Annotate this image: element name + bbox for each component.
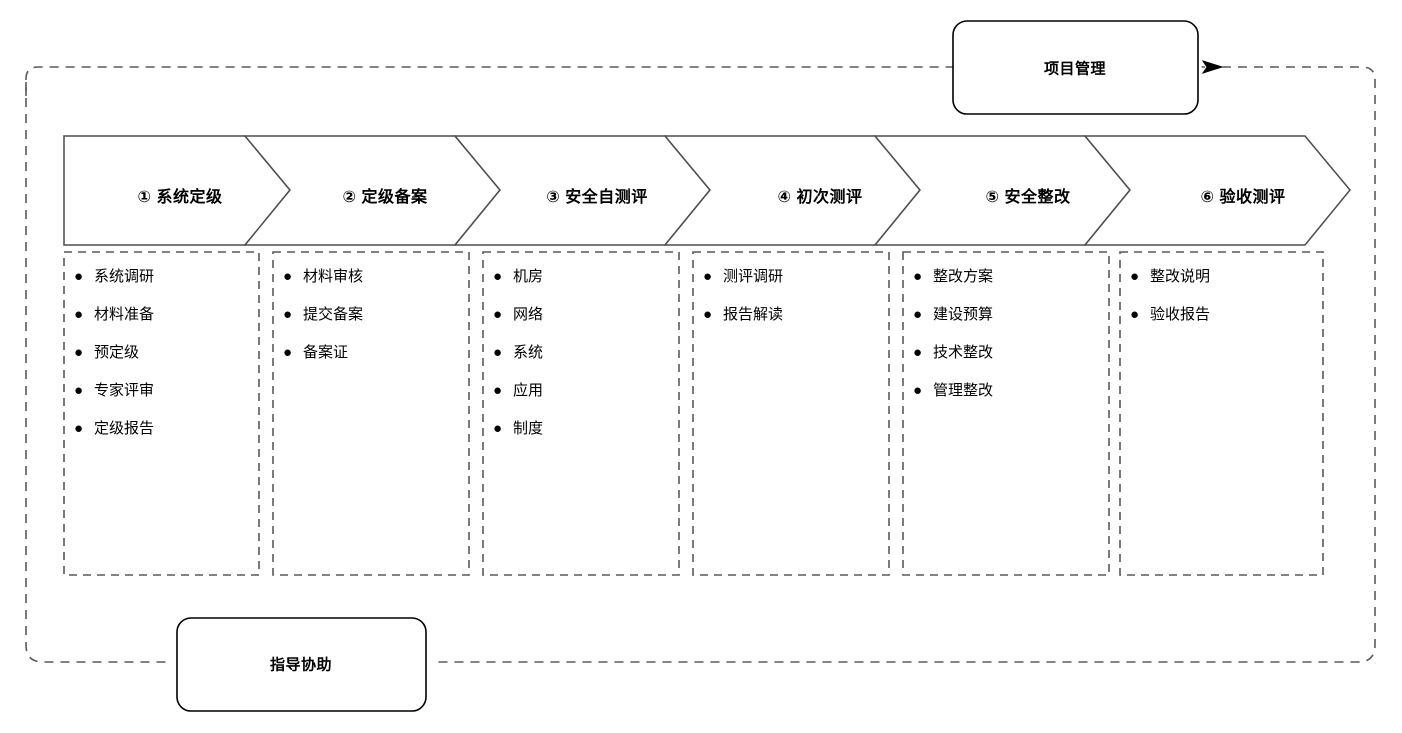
task-list-6: ● 整改说明 ● 验收报告: [1120, 258, 1323, 334]
bullet-icon: ●: [493, 382, 503, 399]
task-item[interactable]: ● 材料准备: [64, 296, 259, 334]
bullet-icon: ●: [74, 268, 84, 285]
task-item-label: 整改方案: [933, 268, 994, 285]
bullet-icon: ●: [913, 382, 923, 399]
task-item[interactable]: ● 制度: [483, 410, 679, 448]
task-item[interactable]: ● 应用: [483, 372, 679, 410]
task-item[interactable]: ● 机房: [483, 258, 679, 296]
task-item-label: 预定级: [94, 344, 140, 361]
chevron-stage-6: [1083, 135, 1351, 246]
bullet-icon: ●: [913, 268, 923, 285]
task-item-label: 应用: [513, 382, 544, 399]
task-item-label: 定级报告: [94, 420, 155, 437]
task-column-1: ● 系统调研 ● 材料准备 ● 预定级 ● 专家评审 ● 定级报告: [64, 258, 259, 448]
bullet-icon: ●: [703, 268, 713, 285]
task-item[interactable]: ● 预定级: [64, 334, 259, 372]
task-list-4: ● 测评调研 ● 报告解读: [693, 258, 889, 334]
task-item-label: 验收报告: [1150, 306, 1211, 323]
bullet-icon: ●: [1130, 306, 1140, 323]
task-item[interactable]: ● 整改方案: [903, 258, 1109, 296]
task-item[interactable]: ● 提交备案: [273, 296, 469, 334]
task-item-label: 网络: [513, 306, 544, 323]
task-column-4: ● 测评调研 ● 报告解读: [693, 258, 889, 334]
task-column-3: ● 机房 ● 网络 ● 系统 ● 应用 ● 制度: [483, 258, 679, 448]
bullet-icon: ●: [1130, 268, 1140, 285]
bullet-icon: ●: [74, 306, 84, 323]
task-item-label: 测评调研: [723, 268, 784, 285]
task-item-label: 建设预算: [933, 306, 994, 323]
task-item-label: 技术整改: [933, 344, 994, 361]
task-item[interactable]: ● 报告解读: [693, 296, 889, 334]
bullet-icon: ●: [74, 344, 84, 361]
bullet-icon: ●: [493, 420, 503, 437]
task-item[interactable]: ● 备案证: [273, 334, 469, 372]
task-item[interactable]: ● 验收报告: [1120, 296, 1323, 334]
loop-top-right-run: [437, 66, 1376, 663]
task-item-label: 提交备案: [303, 306, 364, 323]
task-column-box-2: [272, 251, 470, 576]
arrow-into-project-management: [1201, 60, 1224, 74]
loop-left-edge: [25, 82, 170, 663]
task-list-3: ● 机房 ● 网络 ● 系统 ● 应用 ● 制度: [483, 258, 679, 448]
task-item-label: 材料准备: [94, 306, 155, 323]
stage-label-2[interactable]: ② 定级备案: [342, 189, 428, 206]
bullet-icon: ●: [493, 344, 503, 361]
stage-label-5[interactable]: ⑤ 安全整改: [985, 189, 1071, 206]
task-item[interactable]: ● 专家评审: [64, 372, 259, 410]
task-item[interactable]: ● 整改说明: [1120, 258, 1323, 296]
task-item[interactable]: ● 定级报告: [64, 410, 259, 448]
stage-label-3[interactable]: ③ 安全自测评: [546, 189, 648, 206]
task-item-label: 材料审核: [303, 268, 364, 285]
task-column-box-6: [1119, 251, 1324, 576]
bullet-icon: ●: [283, 306, 293, 323]
bullet-icon: ●: [283, 344, 293, 361]
bullet-icon: ●: [703, 306, 713, 323]
task-item-label: 系统调研: [94, 268, 155, 285]
task-item-label: 报告解读: [723, 306, 784, 323]
project-management-label: 项目管理: [1043, 60, 1107, 78]
task-list-2: ● 材料审核 ● 提交备案 ● 备案证: [273, 258, 469, 372]
task-item-label: 系统: [513, 344, 544, 361]
guidance-box: [176, 617, 427, 712]
project-management-box: [952, 20, 1199, 115]
bullet-icon: ●: [913, 306, 923, 323]
task-item-label: 机房: [513, 268, 544, 285]
task-column-6: ● 整改说明 ● 验收报告: [1120, 258, 1323, 334]
task-item[interactable]: ● 系统调研: [64, 258, 259, 296]
stage-label-6[interactable]: ⑥ 验收测评: [1200, 189, 1286, 206]
task-item-label: 管理整改: [933, 382, 994, 399]
bullet-icon: ●: [493, 268, 503, 285]
bullet-icon: ●: [283, 268, 293, 285]
task-item[interactable]: ● 测评调研: [693, 258, 889, 296]
task-item[interactable]: ● 材料审核: [273, 258, 469, 296]
bullet-icon: ●: [913, 344, 923, 361]
task-item-label: 备案证: [303, 344, 349, 361]
task-column-box-3: [482, 251, 680, 576]
task-column-5: ● 整改方案 ● 建设预算 ● 技术整改 ● 管理整改: [903, 258, 1109, 410]
task-item-label: 制度: [513, 420, 544, 437]
guidance-label: 指导协助: [269, 656, 333, 674]
task-item[interactable]: ● 建设预算: [903, 296, 1109, 334]
task-item[interactable]: ● 系统: [483, 334, 679, 372]
task-item-label: 专家评审: [94, 382, 155, 399]
bullet-icon: ●: [493, 306, 503, 323]
stage-label-4[interactable]: ④ 初次测评: [777, 189, 863, 206]
task-column-box-1: [63, 251, 260, 576]
task-list-1: ● 系统调研 ● 材料准备 ● 预定级 ● 专家评审 ● 定级报告: [64, 258, 259, 448]
task-item[interactable]: ● 网络: [483, 296, 679, 334]
task-item[interactable]: ● 管理整改: [903, 372, 1109, 410]
stage-label-1[interactable]: ① 系统定级: [137, 189, 223, 206]
task-item[interactable]: ● 技术整改: [903, 334, 1109, 372]
task-item-label: 整改说明: [1150, 268, 1211, 285]
task-column-box-5: [902, 251, 1110, 576]
task-column-box-4: [692, 251, 890, 576]
loop-top-edge: [25, 66, 1205, 96]
task-column-2: ● 材料审核 ● 提交备案 ● 备案证: [273, 258, 469, 372]
task-list-5: ● 整改方案 ● 建设预算 ● 技术整改 ● 管理整改: [903, 258, 1109, 410]
bullet-icon: ●: [74, 382, 84, 399]
bullet-icon: ●: [74, 420, 84, 437]
